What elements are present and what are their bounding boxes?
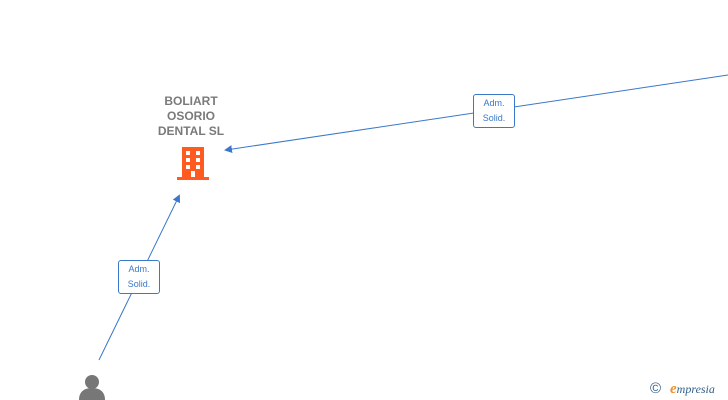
edge-label-top[interactable]: Adm. Solid. xyxy=(473,94,515,128)
company-name[interactable]: BOLIART OSORIO DENTAL SL xyxy=(157,94,225,138)
brand-rest: mpresia xyxy=(676,382,715,396)
building-icon[interactable] xyxy=(176,145,210,181)
edge-label-top-line2: Solid. xyxy=(482,113,506,123)
brand-initial: e xyxy=(670,381,677,397)
edge-label-bottom-line2: Solid. xyxy=(127,279,151,289)
edge-label-bottom-line1: Adm. xyxy=(128,264,150,274)
brand-logo[interactable]: empresia xyxy=(670,380,715,398)
person-icon[interactable] xyxy=(76,372,110,400)
copyright-icon: © xyxy=(650,380,662,397)
edge-label-bottom[interactable]: Adm. Solid. xyxy=(118,260,160,294)
edge-label-top-line1: Adm. xyxy=(483,98,505,108)
